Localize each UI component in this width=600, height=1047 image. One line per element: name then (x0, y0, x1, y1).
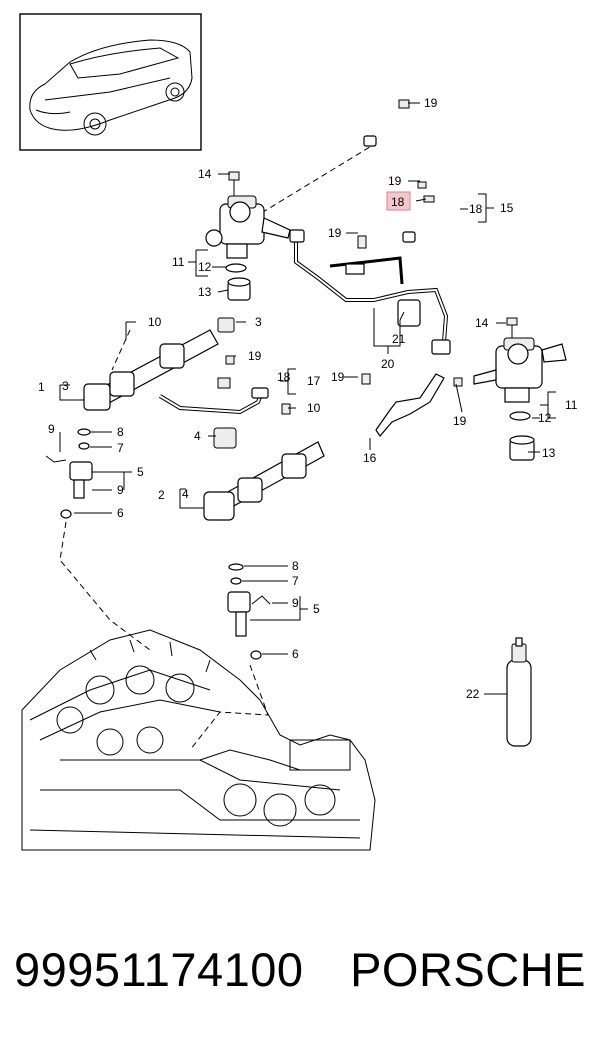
fuel-rail-right (203, 403, 325, 521)
callout-21: 21 (392, 332, 406, 346)
callout-14: 14 (198, 167, 212, 181)
part-number: 99951174100 (14, 942, 304, 996)
bracket-16 (361, 373, 463, 437)
callout-19: 19 (331, 370, 345, 384)
connecting-pipe (158, 355, 269, 415)
callout-1: 1 (38, 380, 45, 394)
callout-7: 7 (117, 441, 124, 455)
high-pressure-pump-right (473, 317, 567, 403)
callout-5: 5 (313, 602, 320, 616)
callout-8: 8 (117, 425, 124, 439)
spray-can-22 (506, 637, 532, 747)
callout-6: 6 (117, 506, 124, 520)
callout-12: 12 (198, 260, 212, 274)
leader-lines (59, 102, 556, 695)
callout-20: 20 (381, 357, 395, 371)
callout-15: 15 (500, 201, 514, 215)
callout-2: 2 (158, 488, 165, 502)
o-ring-12-left (225, 263, 247, 273)
callout-3: 3 (255, 315, 262, 329)
callout-17: 17 (307, 374, 321, 388)
callout-18: 18 (277, 370, 291, 384)
callout-19: 19 (453, 414, 467, 428)
fuel-line-upper (363, 99, 454, 243)
callout-18: 18 (391, 195, 405, 209)
sleeve-13-left (227, 277, 251, 301)
o-ring-12-right (509, 411, 531, 421)
callout-9: 9 (292, 596, 299, 610)
callout-8: 8 (292, 559, 299, 573)
callout-13: 13 (198, 285, 212, 299)
vehicle-thumbnail (19, 13, 202, 151)
fuel-rail-left (83, 317, 235, 411)
callout-6: 6 (292, 647, 299, 661)
callout-10: 10 (148, 315, 162, 329)
callout-11: 11 (172, 255, 185, 269)
injector-left (45, 428, 93, 519)
callout-12: 12 (538, 411, 552, 425)
parts-diagram: 19 19 18 18 15 14 19 11 12 13 21 20 14 1… (19, 13, 578, 851)
callout-19: 19 (328, 226, 342, 240)
callout-18: 18 (469, 202, 483, 216)
brand-name: PORSCHE (350, 942, 586, 996)
callout-13: 13 (542, 446, 556, 460)
injector-right (227, 563, 271, 660)
footer: 99951174100 PORSCHE (14, 938, 586, 1000)
callout-3: 3 (62, 379, 69, 393)
callout-14: 14 (475, 316, 489, 330)
callout-19: 19 (248, 349, 262, 363)
callout-5: 5 (137, 465, 144, 479)
callout-10: 10 (307, 401, 321, 415)
highlight-box-18 (386, 191, 411, 211)
callout-11: 11 (565, 398, 578, 412)
fuel-line-assembly (289, 229, 451, 355)
callout-labels: 19 19 18 18 15 14 19 11 12 13 21 20 14 1… (38, 96, 578, 701)
engine-block (21, 629, 376, 851)
sleeve-13-right (509, 435, 535, 461)
callout-22: 22 (466, 687, 480, 701)
callout-19: 19 (424, 96, 438, 110)
callout-16: 16 (363, 451, 377, 465)
callout-19: 19 (388, 174, 402, 188)
callout-4: 4 (182, 487, 189, 501)
callout-7: 7 (292, 574, 299, 588)
callout-9: 9 (117, 483, 124, 497)
callout-9: 9 (48, 422, 55, 436)
high-pressure-pump-left (205, 171, 291, 259)
callout-4: 4 (194, 429, 201, 443)
